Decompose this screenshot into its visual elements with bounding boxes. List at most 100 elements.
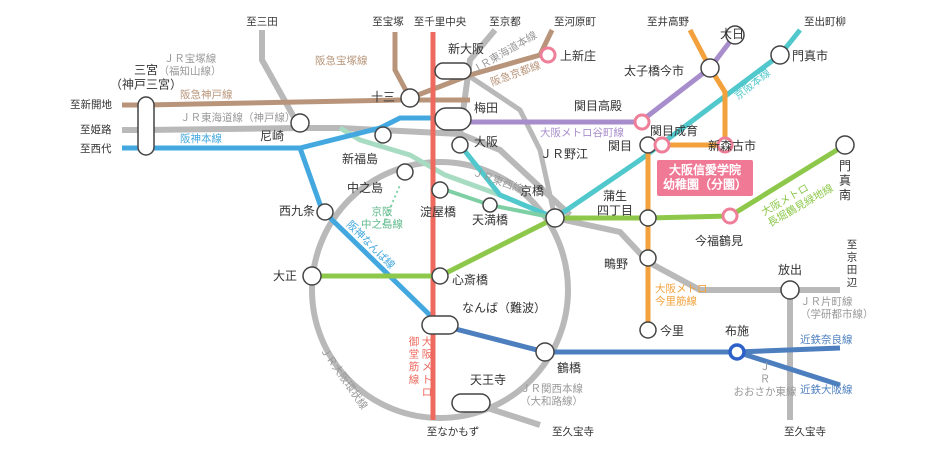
line-label-tanimachi: 大阪メトロ谷町線: [540, 126, 624, 139]
dir-nishidai: 至西代: [80, 143, 112, 155]
label-taisho: 大正: [273, 269, 297, 283]
station-node-sannomiya[interactable]: [137, 96, 155, 156]
label-tsuruhashi: 鶴橋: [557, 360, 581, 375]
station-node-taishibashi[interactable]: [700, 58, 720, 78]
label-shinosaka: 新大阪: [448, 41, 484, 56]
label-nakanoshima: 中之島: [347, 180, 383, 195]
dir-kyoto: 至京都: [489, 15, 521, 28]
station-node-tennoji[interactable]: [451, 393, 491, 413]
dir-nakamozu: 至なかもず: [427, 426, 480, 438]
label-temmabashi: 天満橋: [472, 213, 508, 227]
station-node-sekimetakadono[interactable]: [633, 113, 651, 131]
dir-takarazuka: 至宝塚: [372, 15, 404, 28]
label-umeda: 梅田: [474, 100, 498, 115]
station-node-nishikujo[interactable]: [316, 203, 334, 221]
station-node-kamishinjo[interactable]: [539, 46, 557, 64]
keihan-nakanoshima-dotted: [382, 184, 401, 226]
jr-loop-line: [309, 159, 571, 421]
line-label-kintetsu-osaka: 近鉄大阪線: [800, 383, 853, 396]
station-node-temmabashi[interactable]: [482, 197, 498, 213]
label-gamo: 蒲生四丁目: [597, 189, 633, 217]
label-namba: なんば（難波）: [462, 300, 546, 315]
dir-himeji: 至姫路: [80, 123, 112, 136]
label-osaka: 大阪: [474, 135, 498, 149]
label-sekimeseiiku: 関目成育: [650, 123, 698, 138]
station-node-imafukutsurumi[interactable]: [721, 207, 739, 225]
station-node-sekimeseiiku[interactable]: [653, 136, 671, 154]
label-imazato: 今里: [660, 323, 684, 338]
line-label-metro: 大阪メトロ: [422, 335, 433, 398]
station-node-gamo[interactable]: [639, 209, 657, 227]
station-node-imazato[interactable]: [639, 321, 657, 339]
station-node-kadomaminami[interactable]: [835, 135, 855, 155]
label-amagasaki: 尼崎: [260, 129, 284, 143]
kintetsu-osaka-line: [736, 349, 841, 388]
station-node-fuse[interactable]: [728, 343, 746, 361]
station-node-kyobashi[interactable]: [545, 208, 565, 228]
station-node-nakanoshima[interactable]: [396, 163, 414, 181]
label-sekime: 関目: [608, 139, 632, 153]
line-label-hanshin-main: 阪神本線: [180, 132, 222, 145]
hankyu-takarazuka-line: [392, 32, 413, 100]
label-kadomaminami: 門真南: [839, 159, 851, 202]
station-node-shinosaka[interactable]: [434, 62, 472, 80]
line-label-keihan-nakanoshima: 京阪中之島線: [361, 205, 403, 231]
line-label-jr-loop: ＪＲ大阪環状線: [318, 344, 371, 412]
line-label-imazato: 大阪メトロ今里筋線: [655, 282, 708, 308]
line-label-kintetsu-nara: 近鉄奈良線: [800, 333, 853, 346]
line-label-hankyu-takarazuka: 阪急宝塚線: [315, 54, 368, 67]
station-node-namba[interactable]: [421, 315, 459, 335]
line-label-midosuji: 御堂筋線: [409, 335, 420, 386]
nagahori-line: [312, 142, 847, 279]
label-jr-noe: ＪＲ野江: [540, 147, 588, 161]
kintetsu-line: [439, 322, 841, 355]
dir-demachiyanagi: 至出町柳: [804, 15, 846, 28]
station-node-shinsaibashi[interactable]: [431, 267, 449, 285]
station-node-shigino[interactable]: [639, 249, 657, 267]
station-node-dainichi[interactable]: [725, 25, 745, 45]
jr-takarazuka-line: [259, 30, 303, 130]
jr-northwest-line: [458, 67, 558, 219]
station-node-tsuruhashi[interactable]: [535, 342, 555, 362]
label-kyobashi: 京橋: [520, 184, 544, 198]
dir-sanda: 至三田: [246, 16, 278, 28]
label-shinmoriko: 新森古市: [708, 138, 756, 153]
label-sannomiya: 三宮（神戸三宮）: [110, 62, 182, 91]
label-imafukutsurumi: 今福鶴見: [695, 233, 743, 248]
station-node-taisho[interactable]: [302, 266, 322, 286]
line-label-jr-kansai: ＪＲ関西本線（大和路線）: [520, 382, 583, 408]
line-label-nagahori: 大阪メトロ長堀鶴見緑地線: [759, 170, 836, 229]
kindergarten-title: 大阪信愛学院幼稚園（分園）: [663, 162, 747, 191]
label-nishikujo: 西九条: [279, 204, 315, 218]
dir-shinkaichi: 至新開地: [70, 98, 112, 111]
label-yodoyabashi: 淀屋橋: [420, 205, 456, 219]
line-label-jr-takarazuka: ＪＲ宝塚線（福知山線）: [159, 52, 222, 78]
station-node-osaka[interactable]: [451, 136, 469, 154]
tanimachi-line: [470, 33, 737, 125]
label-shinfukushima: 新福島: [342, 151, 378, 166]
station-node-hanaten[interactable]: [780, 280, 800, 300]
line-label-hankyu-kobe: 阪急神戸線: [180, 88, 233, 101]
label-taishibashi: 太子橋今市: [624, 63, 684, 78]
label-shinsaibashi: 心斎橋: [452, 272, 488, 287]
label-fuse: 布施: [725, 324, 749, 338]
hankyu-kyoto-line: [409, 28, 555, 101]
station-node-shinfukushima[interactable]: [374, 126, 392, 144]
line-label-jr-osaka-higashi: ＪＲおおさか東線: [734, 361, 797, 398]
label-sekimetakadono: 関目高殿: [574, 98, 622, 113]
dir-kubo-2: 至久宝寺: [784, 425, 826, 438]
dir-inotakano: 至井高野: [647, 15, 689, 28]
label-dainichi: 大日: [720, 27, 744, 41]
kindergarten-box: [657, 160, 753, 196]
label-kamishinjo: 上新庄: [560, 48, 596, 63]
station-node-umeda[interactable]: [434, 107, 472, 131]
label-kadoma: 門真市: [792, 48, 828, 63]
station-node-yodoyabashi[interactable]: [431, 181, 449, 199]
station-node-juso[interactable]: [400, 88, 420, 108]
dir-kawaramachi: 至河原町: [554, 16, 596, 28]
line-label-jr-kobe: ＪＲ東海道線（神戸線）: [180, 111, 296, 124]
station-node-kadoma[interactable]: [770, 45, 790, 65]
station-node-shinmoriko[interactable]: [716, 136, 734, 154]
station-node-amagasaki[interactable]: [290, 113, 310, 133]
label-hanaten: 放出: [778, 262, 802, 277]
